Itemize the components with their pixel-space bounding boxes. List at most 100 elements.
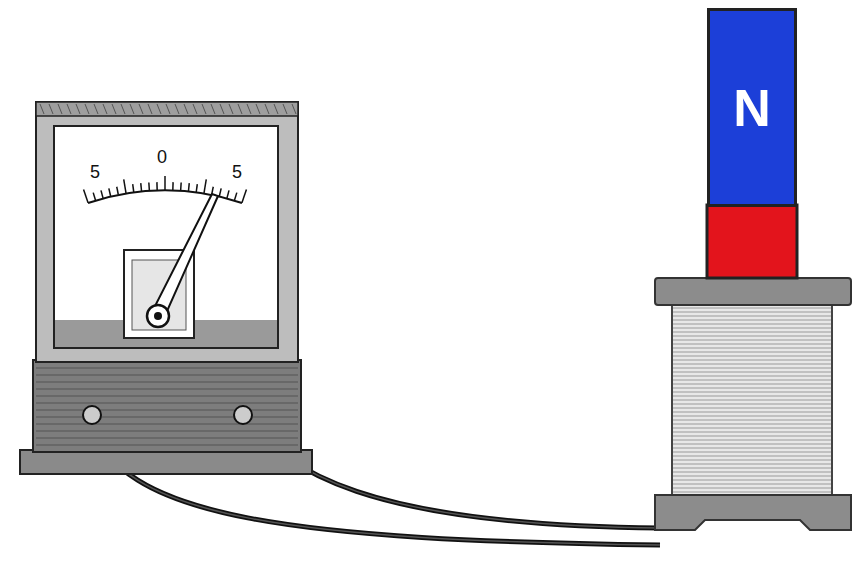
magnet-south (707, 205, 797, 278)
scale-tick (84, 189, 88, 202)
coil-turn (673, 448, 831, 449)
hatch-line (130, 104, 134, 114)
coil-turn (673, 356, 831, 357)
coil-turn (673, 420, 831, 421)
hatch-line (36, 382, 298, 383)
coil-turn (673, 348, 831, 349)
magnet-north: N (707, 8, 797, 207)
hatch-line (292, 104, 296, 114)
coil-turn (673, 340, 831, 341)
scale-tick (180, 183, 182, 191)
hatch-line (139, 104, 143, 114)
coil-turns (673, 308, 831, 492)
hatch-line (238, 104, 242, 114)
hatch-line (157, 104, 161, 114)
hatch-line (36, 375, 298, 376)
hatch-line (184, 104, 188, 114)
hatch-line (36, 417, 298, 418)
scale-tick (148, 183, 150, 191)
scale-tick (219, 188, 221, 196)
coil-turn (673, 324, 831, 325)
coil-turn (673, 484, 831, 485)
scale-tick (188, 183, 190, 191)
coil-turn (673, 380, 831, 381)
hatch-line (166, 104, 170, 114)
hatch-line (36, 410, 298, 411)
scale-tick (109, 188, 111, 196)
hatch-line (36, 389, 298, 390)
coil-turn (673, 312, 831, 313)
hatch-line (175, 104, 179, 114)
terminal (234, 406, 252, 424)
hatch-line (85, 104, 89, 114)
coil-turn (673, 368, 831, 369)
coil-turn (673, 320, 831, 321)
hatch-line (274, 104, 278, 114)
hatch-line (256, 104, 260, 114)
coil-top-flange (655, 278, 851, 305)
coil-turn (673, 328, 831, 329)
scale-ticks (84, 176, 247, 203)
coil-turn (673, 472, 831, 473)
coil-turn (673, 464, 831, 465)
coil-turn (673, 344, 831, 345)
scale-tick (124, 179, 126, 193)
coil-turn (673, 424, 831, 425)
coil-turn (673, 336, 831, 337)
hatch-line (112, 104, 116, 114)
coil-turn (673, 352, 831, 353)
scale-tick (172, 182, 174, 190)
pole-letter: N (733, 82, 771, 134)
needle-pivot (147, 305, 169, 327)
hatch-line (103, 104, 107, 114)
hatch-line (283, 104, 287, 114)
scale-tick (133, 184, 134, 192)
coil-turn (673, 440, 831, 441)
coil-turn (673, 388, 831, 389)
coil-winding (672, 303, 832, 497)
coil-turn (673, 452, 831, 453)
scale-tick (117, 187, 119, 195)
hatch-line (36, 431, 298, 432)
coil-turn (673, 432, 831, 433)
coil-turn (673, 308, 831, 309)
scale-tick (101, 190, 103, 198)
coil-turn (673, 460, 831, 461)
scale-tick (196, 184, 197, 192)
coil-turn (673, 332, 831, 333)
scale-tick (204, 179, 206, 193)
hatch-line (94, 104, 98, 114)
scale-tick (140, 183, 142, 191)
coil-turn (673, 492, 831, 493)
coil-turn (673, 444, 831, 445)
hatch-line (148, 104, 152, 114)
coil-turn (673, 412, 831, 413)
hatching (36, 104, 298, 445)
coil-turn (673, 468, 831, 469)
hatch-line (36, 445, 298, 446)
hatch-line (229, 104, 233, 114)
meter-base (33, 360, 301, 452)
meter-foot (20, 450, 312, 474)
coil-turn (673, 488, 831, 489)
coil-turn (673, 376, 831, 377)
hatch-line (36, 368, 298, 369)
hatch-line (220, 104, 224, 114)
scale-number: 5 (90, 163, 100, 181)
scale-tick (93, 193, 95, 201)
hatch-line (40, 104, 44, 114)
hatch-line (49, 104, 53, 114)
hatch-line (202, 104, 206, 114)
scale-arc (88, 190, 242, 203)
coil-turn (673, 404, 831, 405)
hatch-line (67, 104, 71, 114)
coil-turn (673, 360, 831, 361)
scale-number: 0 (157, 148, 167, 166)
hatch-line (36, 424, 298, 425)
coil-turn (673, 396, 831, 397)
needle-pivot-center (154, 312, 162, 320)
meter-face (54, 126, 278, 348)
scale-tick (156, 182, 158, 190)
hatch-line (211, 104, 215, 114)
hatch-line (76, 104, 80, 114)
